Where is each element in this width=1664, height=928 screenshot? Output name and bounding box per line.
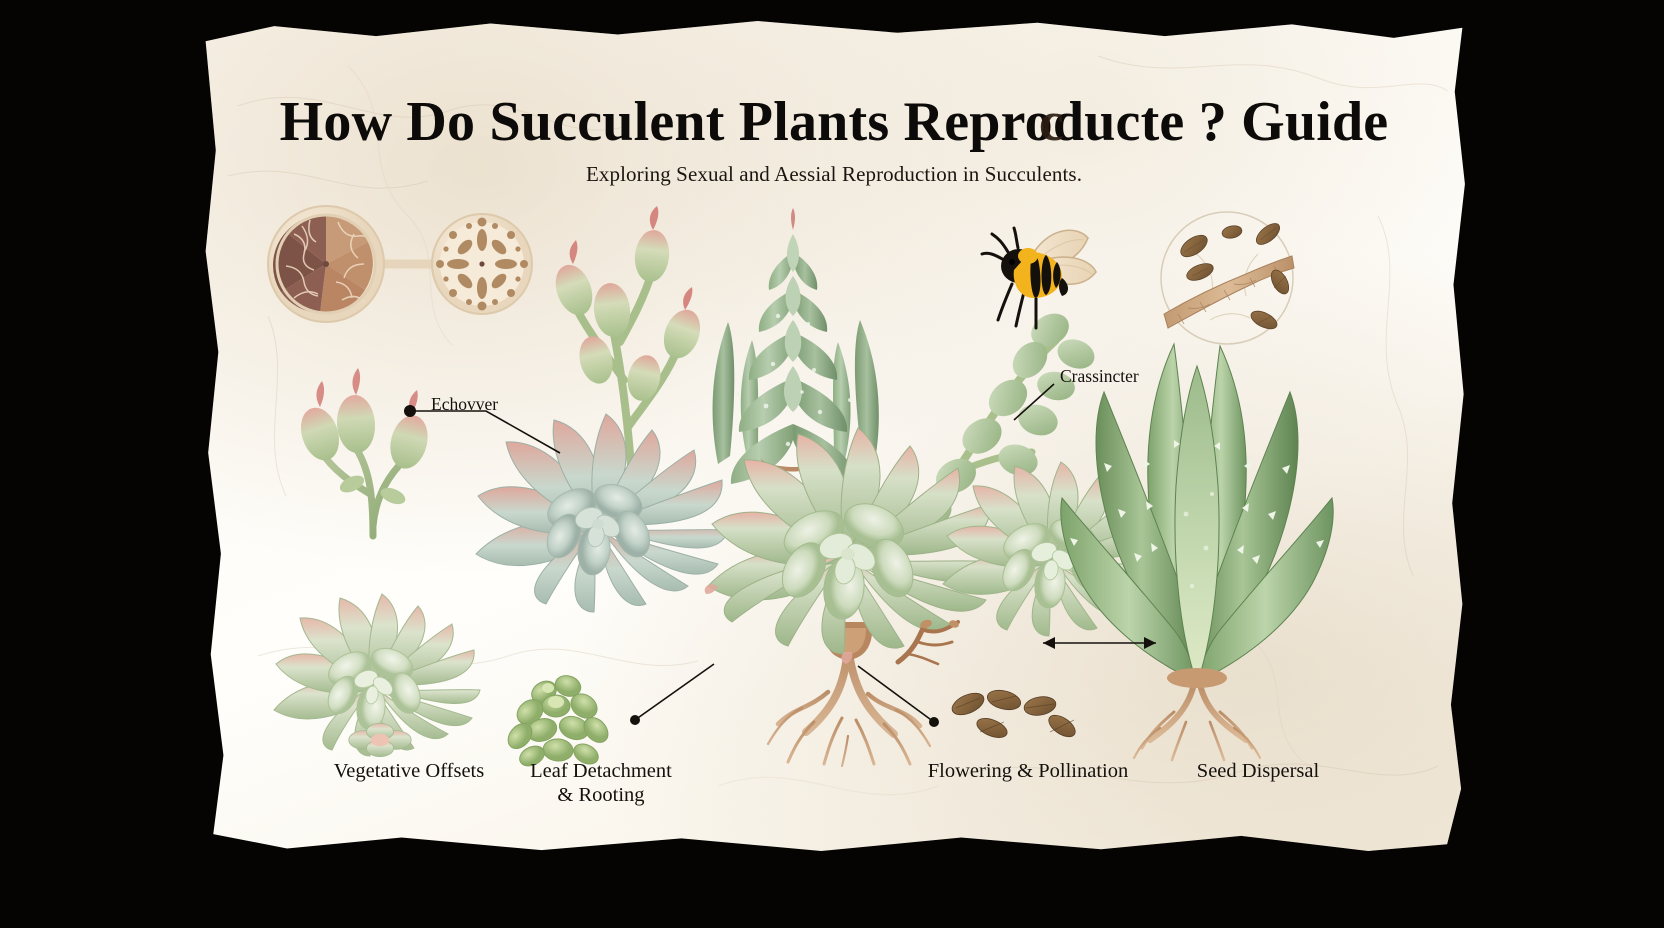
page-subtitle: Exploring Sexual and Aessial Reproductio… [585, 162, 1083, 186]
caption-line-1: Flowering & Pollination [927, 760, 1129, 782]
echeveria-rosette-with-roots [704, 427, 997, 768]
title-segment-post: ? Guide [1184, 91, 1389, 153]
offset-rosette [273, 593, 481, 758]
caption-vegetative-offsets: Vegetative Offsets [294, 760, 524, 784]
flowering-stalk [555, 206, 701, 484]
cell-cross-section-diagram [267, 205, 533, 323]
caption-leaf-detachment-rooting: Leaf Detachment & Rooting [486, 760, 716, 808]
aloe-vera-plant-with-roots [1060, 342, 1334, 762]
echeveria-rosette [475, 413, 729, 613]
caption-line-1: Seed Dispersal [1196, 760, 1320, 782]
dried-twig [895, 619, 960, 666]
honeybee-pollinator [980, 226, 1097, 330]
caption-line-1: Vegetative Offsets [333, 760, 485, 782]
title-glitch-base: ducte [1052, 91, 1185, 153]
callout-label-echovver: Echovver [431, 394, 499, 414]
caption-line-2: & Rooting [557, 783, 645, 806]
caption-line-1: Leaf Detachment [530, 760, 672, 782]
callout-label-crassincter: Crassincter [1060, 366, 1139, 386]
title-segment-pre: How Do Succulent Plants Repro [279, 91, 1053, 153]
caption-seed-dispersal: Seed Dispersal [1138, 760, 1378, 784]
title-glitch-overlay: c [1038, 91, 1064, 153]
seed-dispersal-branch [1160, 211, 1295, 345]
caption-flowering-pollination: Flowering & Pollination [888, 760, 1168, 784]
scattered-seeds [951, 689, 1076, 738]
leaf-cutting-sprout [507, 675, 609, 767]
